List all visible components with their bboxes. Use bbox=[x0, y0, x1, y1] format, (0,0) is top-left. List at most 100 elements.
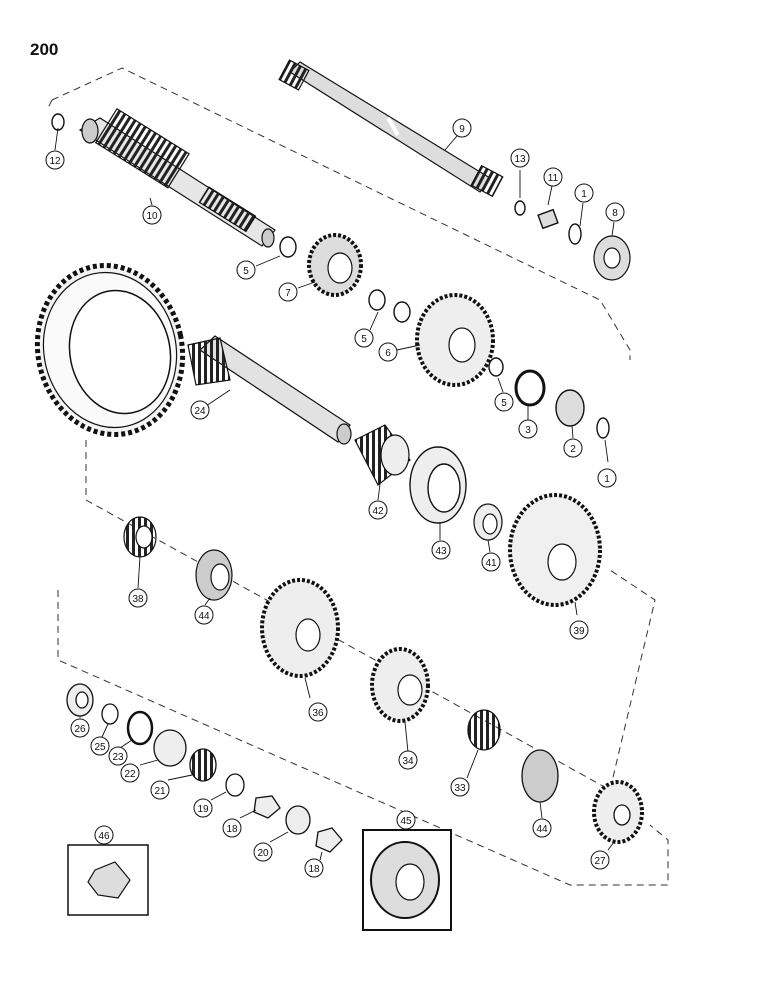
shaft-10 bbox=[78, 107, 276, 248]
callout-27: 27 bbox=[590, 850, 610, 870]
svg-text:44: 44 bbox=[198, 611, 210, 622]
callout-26: 26 bbox=[70, 718, 90, 738]
nut-18a bbox=[253, 795, 281, 819]
callouts: 12 10 9 13 11 1 8 5 7 5 6 5 3 2 1 24 42 … bbox=[45, 118, 625, 878]
callout-44a: 44 bbox=[194, 605, 214, 625]
svg-text:8: 8 bbox=[612, 208, 618, 219]
svg-text:24: 24 bbox=[194, 406, 206, 417]
ring-25 bbox=[101, 703, 119, 725]
callout-1b: 1 bbox=[597, 468, 617, 488]
callout-22: 22 bbox=[120, 763, 140, 783]
callout-5b: 5 bbox=[354, 328, 374, 348]
svg-text:7: 7 bbox=[285, 288, 291, 299]
svg-text:21: 21 bbox=[154, 786, 166, 797]
svg-text:20: 20 bbox=[257, 848, 269, 859]
svg-text:33: 33 bbox=[454, 783, 466, 794]
svg-text:23: 23 bbox=[112, 752, 124, 763]
gear-36 bbox=[260, 578, 340, 678]
washer-19 bbox=[225, 773, 245, 797]
gear-39 bbox=[508, 493, 602, 607]
svg-text:3: 3 bbox=[525, 425, 531, 436]
svg-text:11: 11 bbox=[548, 173, 559, 184]
svg-text:41: 41 bbox=[485, 558, 497, 569]
svg-text:45: 45 bbox=[400, 816, 412, 827]
shaft-9 bbox=[278, 59, 504, 198]
callout-5c: 5 bbox=[494, 392, 514, 412]
svg-text:42: 42 bbox=[372, 506, 384, 517]
group-outlines bbox=[47, 67, 669, 886]
svg-text:19: 19 bbox=[197, 804, 209, 815]
inset-45 bbox=[362, 829, 452, 931]
bearing-cup-43 bbox=[409, 446, 467, 524]
middle-group-outline bbox=[85, 440, 656, 791]
svg-text:5: 5 bbox=[361, 334, 367, 345]
svg-text:34: 34 bbox=[402, 756, 414, 767]
pinion-shaft bbox=[187, 335, 352, 445]
bearing-21 bbox=[189, 748, 217, 782]
snap-ring-1 bbox=[568, 223, 582, 245]
callout-43: 43 bbox=[431, 540, 451, 560]
callout-10: 10 bbox=[142, 205, 162, 225]
sleeve-22 bbox=[153, 729, 187, 767]
small-parts-lower bbox=[66, 683, 644, 853]
callout-41: 41 bbox=[481, 552, 501, 572]
callout-34: 34 bbox=[398, 750, 418, 770]
callout-33: 33 bbox=[450, 777, 470, 797]
ring-5b bbox=[368, 289, 386, 311]
svg-text:26: 26 bbox=[74, 724, 86, 735]
nut-18b bbox=[315, 827, 343, 853]
svg-text:18: 18 bbox=[226, 824, 238, 835]
snap-ring-1b bbox=[596, 417, 610, 439]
snap-ring-23 bbox=[126, 710, 154, 746]
gear-6 bbox=[415, 293, 495, 387]
callout-11: 11 bbox=[543, 167, 563, 187]
synchronizer-44a bbox=[195, 549, 233, 601]
ring-5d bbox=[488, 357, 504, 377]
callout-25: 25 bbox=[90, 736, 110, 756]
svg-text:5: 5 bbox=[501, 398, 507, 409]
callout-5a: 5 bbox=[236, 260, 256, 280]
svg-text:1: 1 bbox=[581, 189, 587, 200]
synchronizer-44b bbox=[521, 749, 559, 803]
svg-text:18: 18 bbox=[308, 864, 320, 875]
svg-text:39: 39 bbox=[573, 626, 585, 637]
svg-text:46: 46 bbox=[98, 831, 110, 842]
gear-7 bbox=[307, 233, 363, 297]
callout-19: 19 bbox=[193, 798, 213, 818]
svg-text:36: 36 bbox=[312, 708, 324, 719]
callout-8: 8 bbox=[605, 202, 625, 222]
callout-36: 36 bbox=[308, 702, 328, 722]
ring-5c bbox=[393, 301, 411, 323]
gear-34 bbox=[370, 647, 430, 723]
callout-3: 3 bbox=[518, 419, 538, 439]
svg-text:38: 38 bbox=[132, 594, 144, 605]
washer-41 bbox=[473, 503, 503, 541]
callout-7: 7 bbox=[278, 282, 298, 302]
svg-text:10: 10 bbox=[146, 211, 158, 222]
callout-6: 6 bbox=[378, 342, 398, 362]
svg-text:1: 1 bbox=[604, 474, 610, 485]
svg-text:12: 12 bbox=[49, 156, 61, 167]
callout-44b: 44 bbox=[532, 818, 552, 838]
callout-23: 23 bbox=[108, 746, 128, 766]
inset-46 bbox=[67, 844, 149, 916]
svg-text:43: 43 bbox=[435, 546, 447, 557]
snap-ring-3 bbox=[514, 369, 546, 407]
callout-9: 9 bbox=[452, 118, 472, 138]
callout-45: 45 bbox=[396, 810, 416, 830]
svg-text:13: 13 bbox=[514, 154, 526, 165]
svg-text:27: 27 bbox=[594, 856, 606, 867]
ring-5a bbox=[279, 236, 297, 258]
callout-46: 46 bbox=[94, 825, 114, 845]
callout-12: 12 bbox=[45, 150, 65, 170]
svg-text:25: 25 bbox=[94, 742, 106, 753]
needle-bearing-38 bbox=[123, 516, 157, 558]
callout-1a: 1 bbox=[574, 183, 594, 203]
washer-20 bbox=[285, 805, 311, 835]
bearing-2 bbox=[555, 389, 585, 427]
svg-text:44: 44 bbox=[536, 824, 548, 835]
page-number: 200 bbox=[30, 40, 59, 59]
bearing-8 bbox=[593, 235, 631, 281]
leader-lines bbox=[54, 127, 615, 861]
svg-text:6: 6 bbox=[385, 348, 391, 359]
